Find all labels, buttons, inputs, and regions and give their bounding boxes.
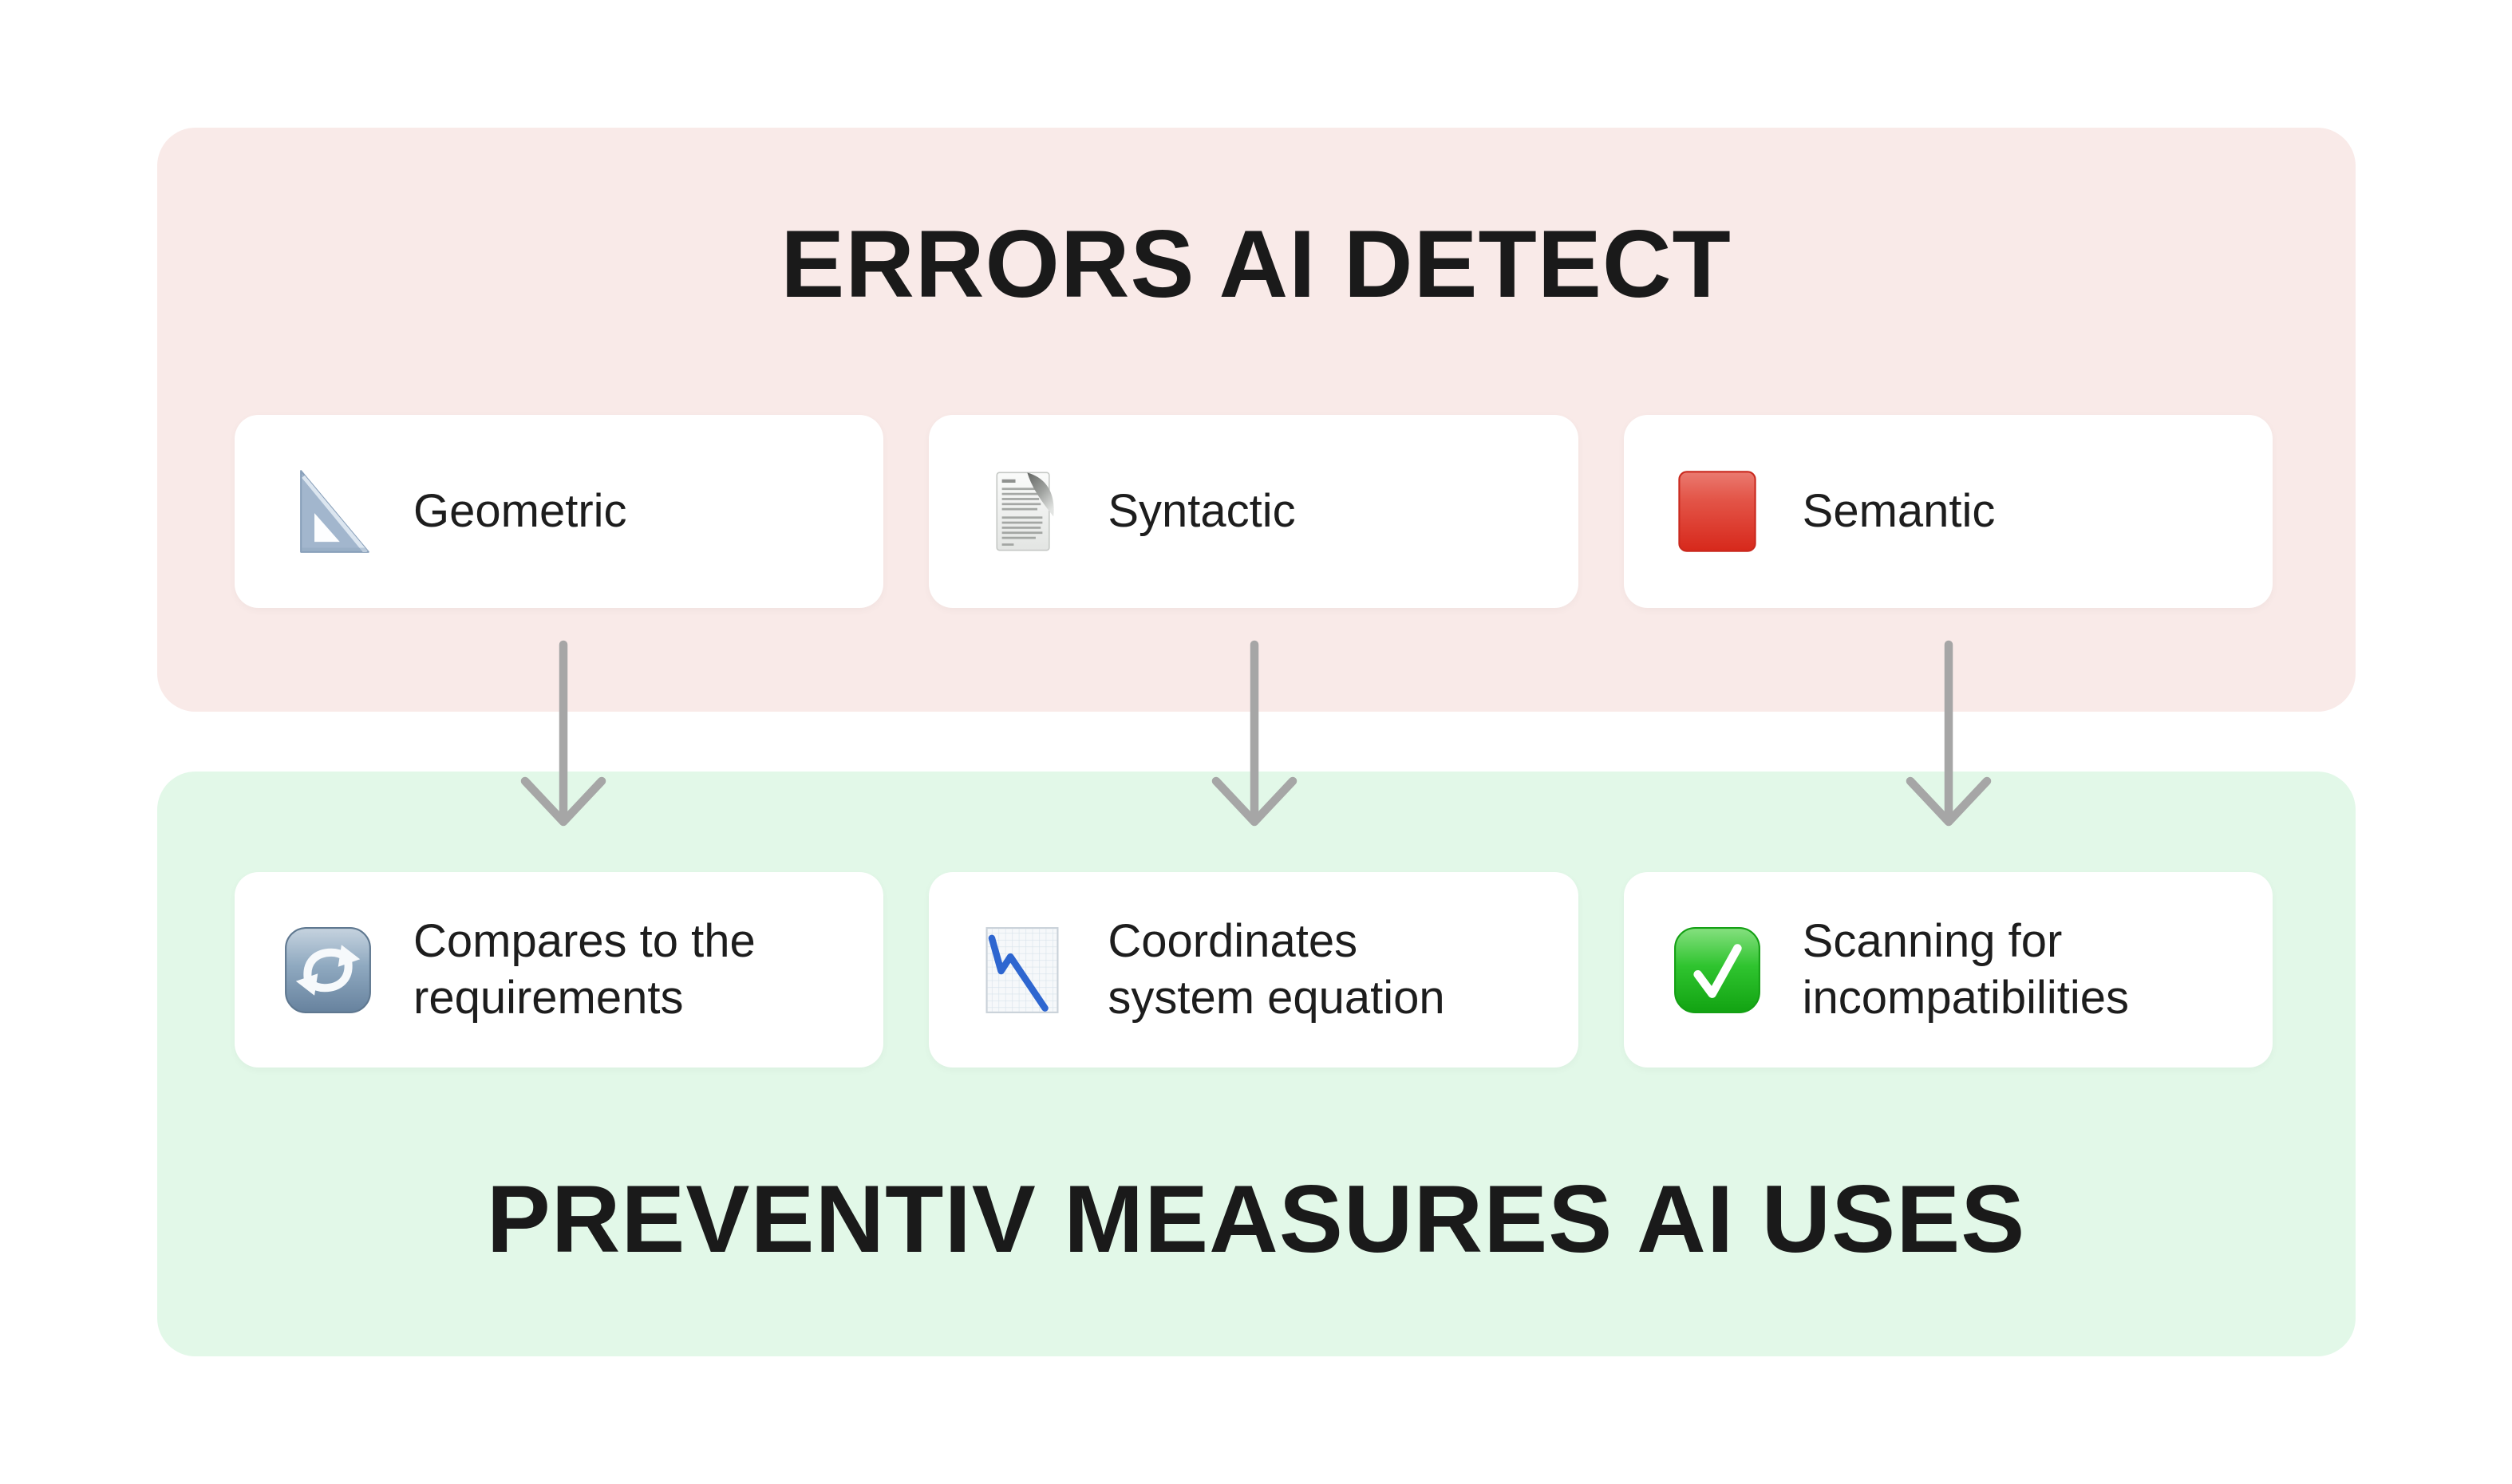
errors-title: ERRORS AI DETECT: [780, 211, 1732, 318]
error-card-geometric: Geometric: [235, 415, 884, 608]
error-card-semantic: Semantic: [1623, 415, 2273, 608]
down-arrow-icon: [1906, 640, 1992, 827]
card-label: Scanning for incompatibilities: [1802, 914, 2130, 1024]
measures-card-row: Compares to the requirements Coordinates…: [235, 872, 2273, 1068]
card-label: Syntactic: [1108, 484, 1296, 537]
down-arrow-icon: [1211, 640, 1297, 827]
chart-decreasing-icon: [985, 926, 1059, 1013]
red-square-icon: [1678, 471, 1756, 552]
card-label: Semantic: [1802, 484, 1996, 537]
card-label: Compares to the requirements: [413, 914, 756, 1024]
measure-card-coordinates: Coordinates system equation: [929, 872, 1578, 1068]
page-with-curl-icon: [996, 472, 1054, 551]
measures-title: PREVENTIV MEASURES AI USES: [486, 1166, 2026, 1273]
repeat-icon: [285, 926, 371, 1013]
check-mark-button-icon: [1673, 926, 1760, 1013]
error-card-syntactic: Syntactic: [929, 415, 1578, 608]
down-arrow-icon: [520, 640, 606, 827]
triangular-ruler-icon: [300, 470, 369, 553]
measure-card-scanning: Scanning for incompatibilities: [1623, 872, 2273, 1068]
measure-card-compares: Compares to the requirements: [235, 872, 884, 1068]
card-label: Coordinates system equation: [1108, 914, 1445, 1024]
errors-card-row: Geometric: [235, 415, 2273, 608]
card-label: Geometric: [413, 484, 627, 537]
